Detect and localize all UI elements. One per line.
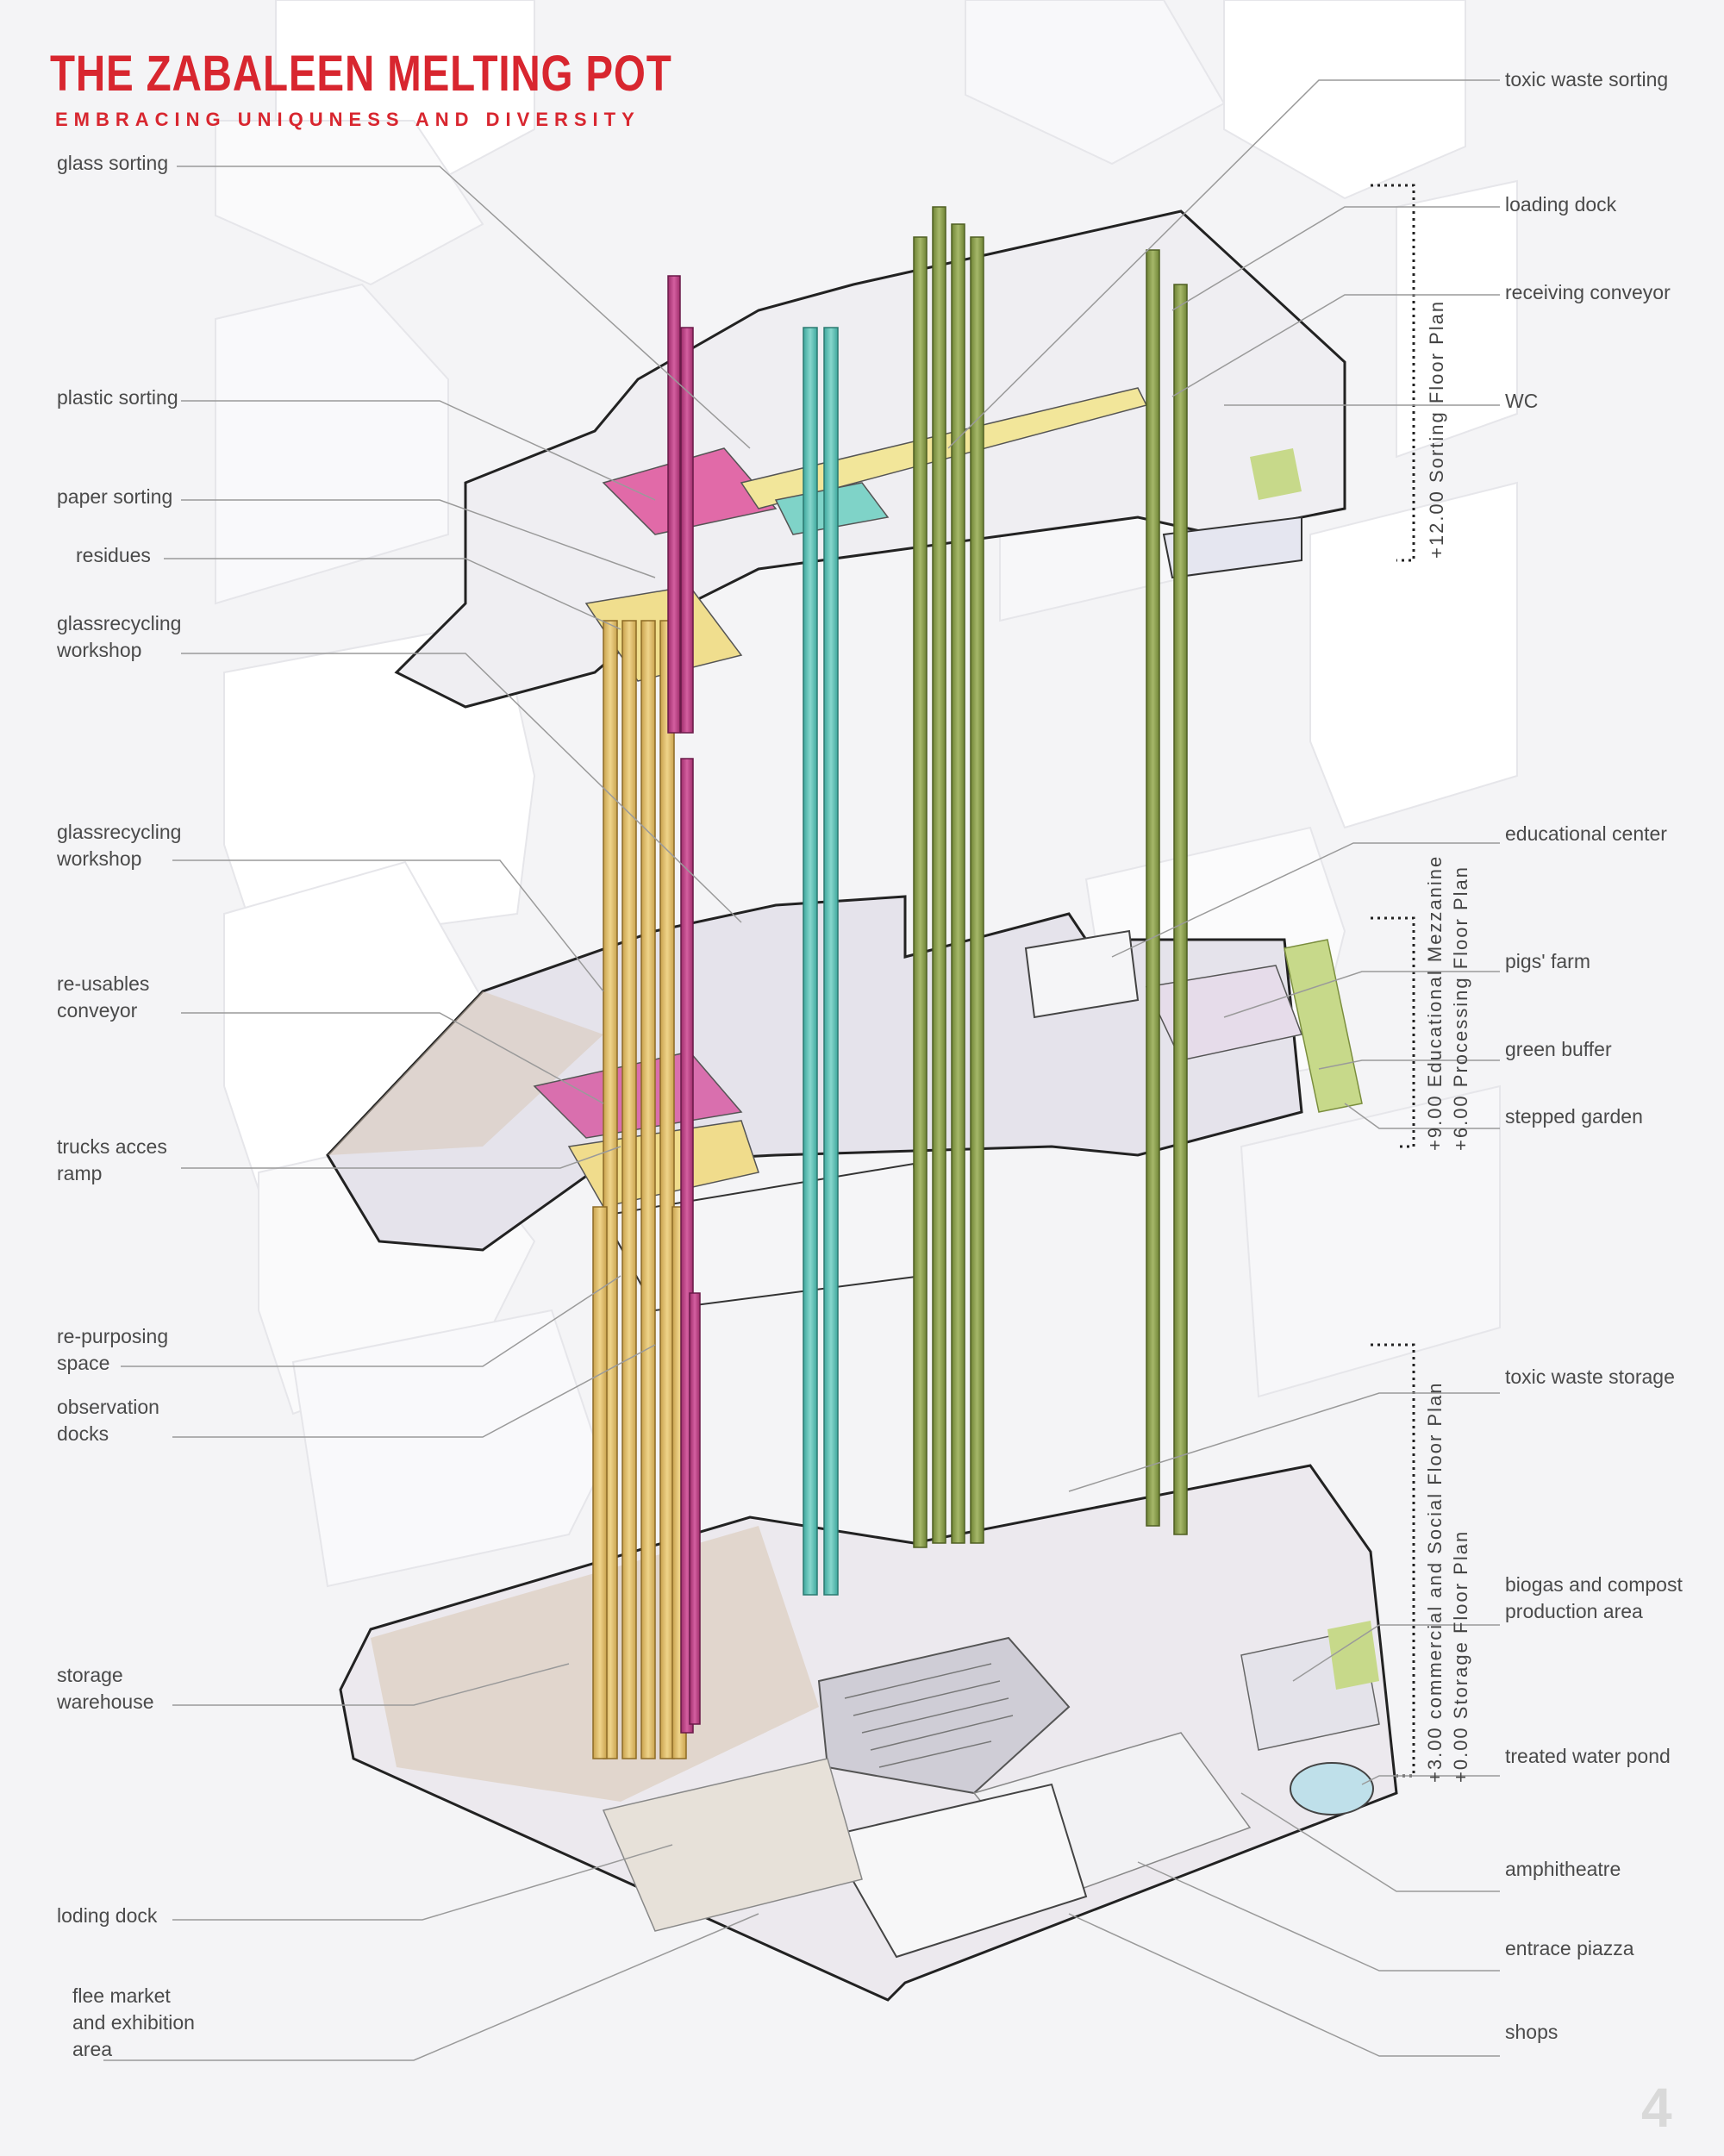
context-building bbox=[1223, 0, 1466, 200]
label-receiving-conveyor: receiving conveyor bbox=[1505, 281, 1671, 303]
label-green-buffer: green buffer bbox=[1505, 1038, 1612, 1060]
level-label-middle: +9.00 Educational Mezzanine +6.00 Proces… bbox=[1424, 854, 1471, 1151]
organic-pipes bbox=[913, 206, 1188, 1548]
shops bbox=[826, 1783, 1088, 1959]
glass-pipes bbox=[592, 620, 687, 1759]
label-toxic-waste-storage: toxic waste storage bbox=[1505, 1365, 1675, 1388]
ramp-tint bbox=[328, 991, 603, 1155]
label-biogas-compost: biogas and compost production area bbox=[1505, 1573, 1683, 1622]
label-pigs-farm: pigs' farm bbox=[1505, 950, 1590, 972]
label-shops: shops bbox=[1505, 2021, 1558, 2043]
context-building bbox=[965, 0, 1226, 166]
label-observation-docks: observation docks bbox=[57, 1396, 159, 1445]
label-amphitheatre: amphitheatre bbox=[1505, 1858, 1621, 1880]
sorting-level-slab bbox=[394, 209, 1346, 709]
label-glass-recycling-workshop-mid: glassrecycling workshop bbox=[57, 821, 182, 870]
green-steps-ground bbox=[1327, 1621, 1379, 1690]
label-loading-dock-top: loading dock bbox=[1505, 193, 1617, 216]
plastic-pipes bbox=[667, 275, 701, 1734]
leader-lines bbox=[103, 79, 1500, 2061]
context-building bbox=[1309, 481, 1518, 829]
context-building bbox=[1396, 179, 1518, 459]
label-paper-sorting: paper sorting bbox=[57, 485, 173, 508]
label-glass-recycling-workshop-top: glassrecycling workshop bbox=[57, 612, 182, 661]
label-educational-center: educational center bbox=[1505, 822, 1667, 845]
label-glass-sorting: glass sorting bbox=[57, 152, 169, 174]
amphitheatre-steps bbox=[844, 1663, 1014, 1768]
green-buffer bbox=[1284, 939, 1363, 1113]
label-treated-water-pond: treated water pond bbox=[1505, 1745, 1671, 1767]
context-building bbox=[215, 283, 449, 605]
educational-center bbox=[1024, 929, 1140, 1019]
loading-dock-top bbox=[1162, 516, 1302, 579]
page-number: 4 bbox=[1641, 2077, 1672, 2139]
label-loading-dock-ground: loding dock bbox=[57, 1904, 158, 1927]
context-building bbox=[1240, 1084, 1501, 1398]
toxic-pipes bbox=[803, 327, 839, 1596]
context-buildings bbox=[215, 0, 1518, 1588]
page-title: THE ZABALEEN MELTING POT bbox=[50, 46, 672, 102]
label-storage-warehouse: storage warehouse bbox=[57, 1664, 154, 1713]
context-building bbox=[291, 1309, 605, 1588]
label-repurposing-space: re-purposing space bbox=[57, 1325, 169, 1374]
label-flea-market: flee market and exhibition area bbox=[72, 1984, 195, 2060]
context-building bbox=[215, 120, 484, 286]
level-label-bottom: +3.00 commercial and Social Floor Plan +… bbox=[1424, 1381, 1471, 1783]
amphitheatre bbox=[817, 1636, 1071, 1795]
label-entrance-piazza: entrace piazza bbox=[1505, 1937, 1634, 1959]
label-stepped-garden: stepped garden bbox=[1505, 1105, 1643, 1128]
green-steps-top bbox=[1250, 448, 1302, 500]
label-trucks-access-ramp: trucks acces ramp bbox=[57, 1135, 167, 1184]
label-plastic-sorting: plastic sorting bbox=[57, 386, 178, 409]
page-subtitle: EMBRACING UNIQUNESS AND DIVERSITY bbox=[55, 109, 640, 130]
label-reusables-conveyor: re-usables conveyor bbox=[57, 972, 150, 1022]
flee-market-area bbox=[602, 1758, 863, 1932]
level-label-top: +12.00 Sorting Floor Plan bbox=[1426, 299, 1447, 559]
label-residues: residues bbox=[76, 544, 151, 566]
treated-water-pond bbox=[1290, 1762, 1374, 1815]
label-toxic-waste-sorting: toxic waste sorting bbox=[1505, 68, 1669, 91]
label-wc: WC bbox=[1505, 390, 1539, 412]
processing-level-slab bbox=[326, 895, 1363, 1312]
